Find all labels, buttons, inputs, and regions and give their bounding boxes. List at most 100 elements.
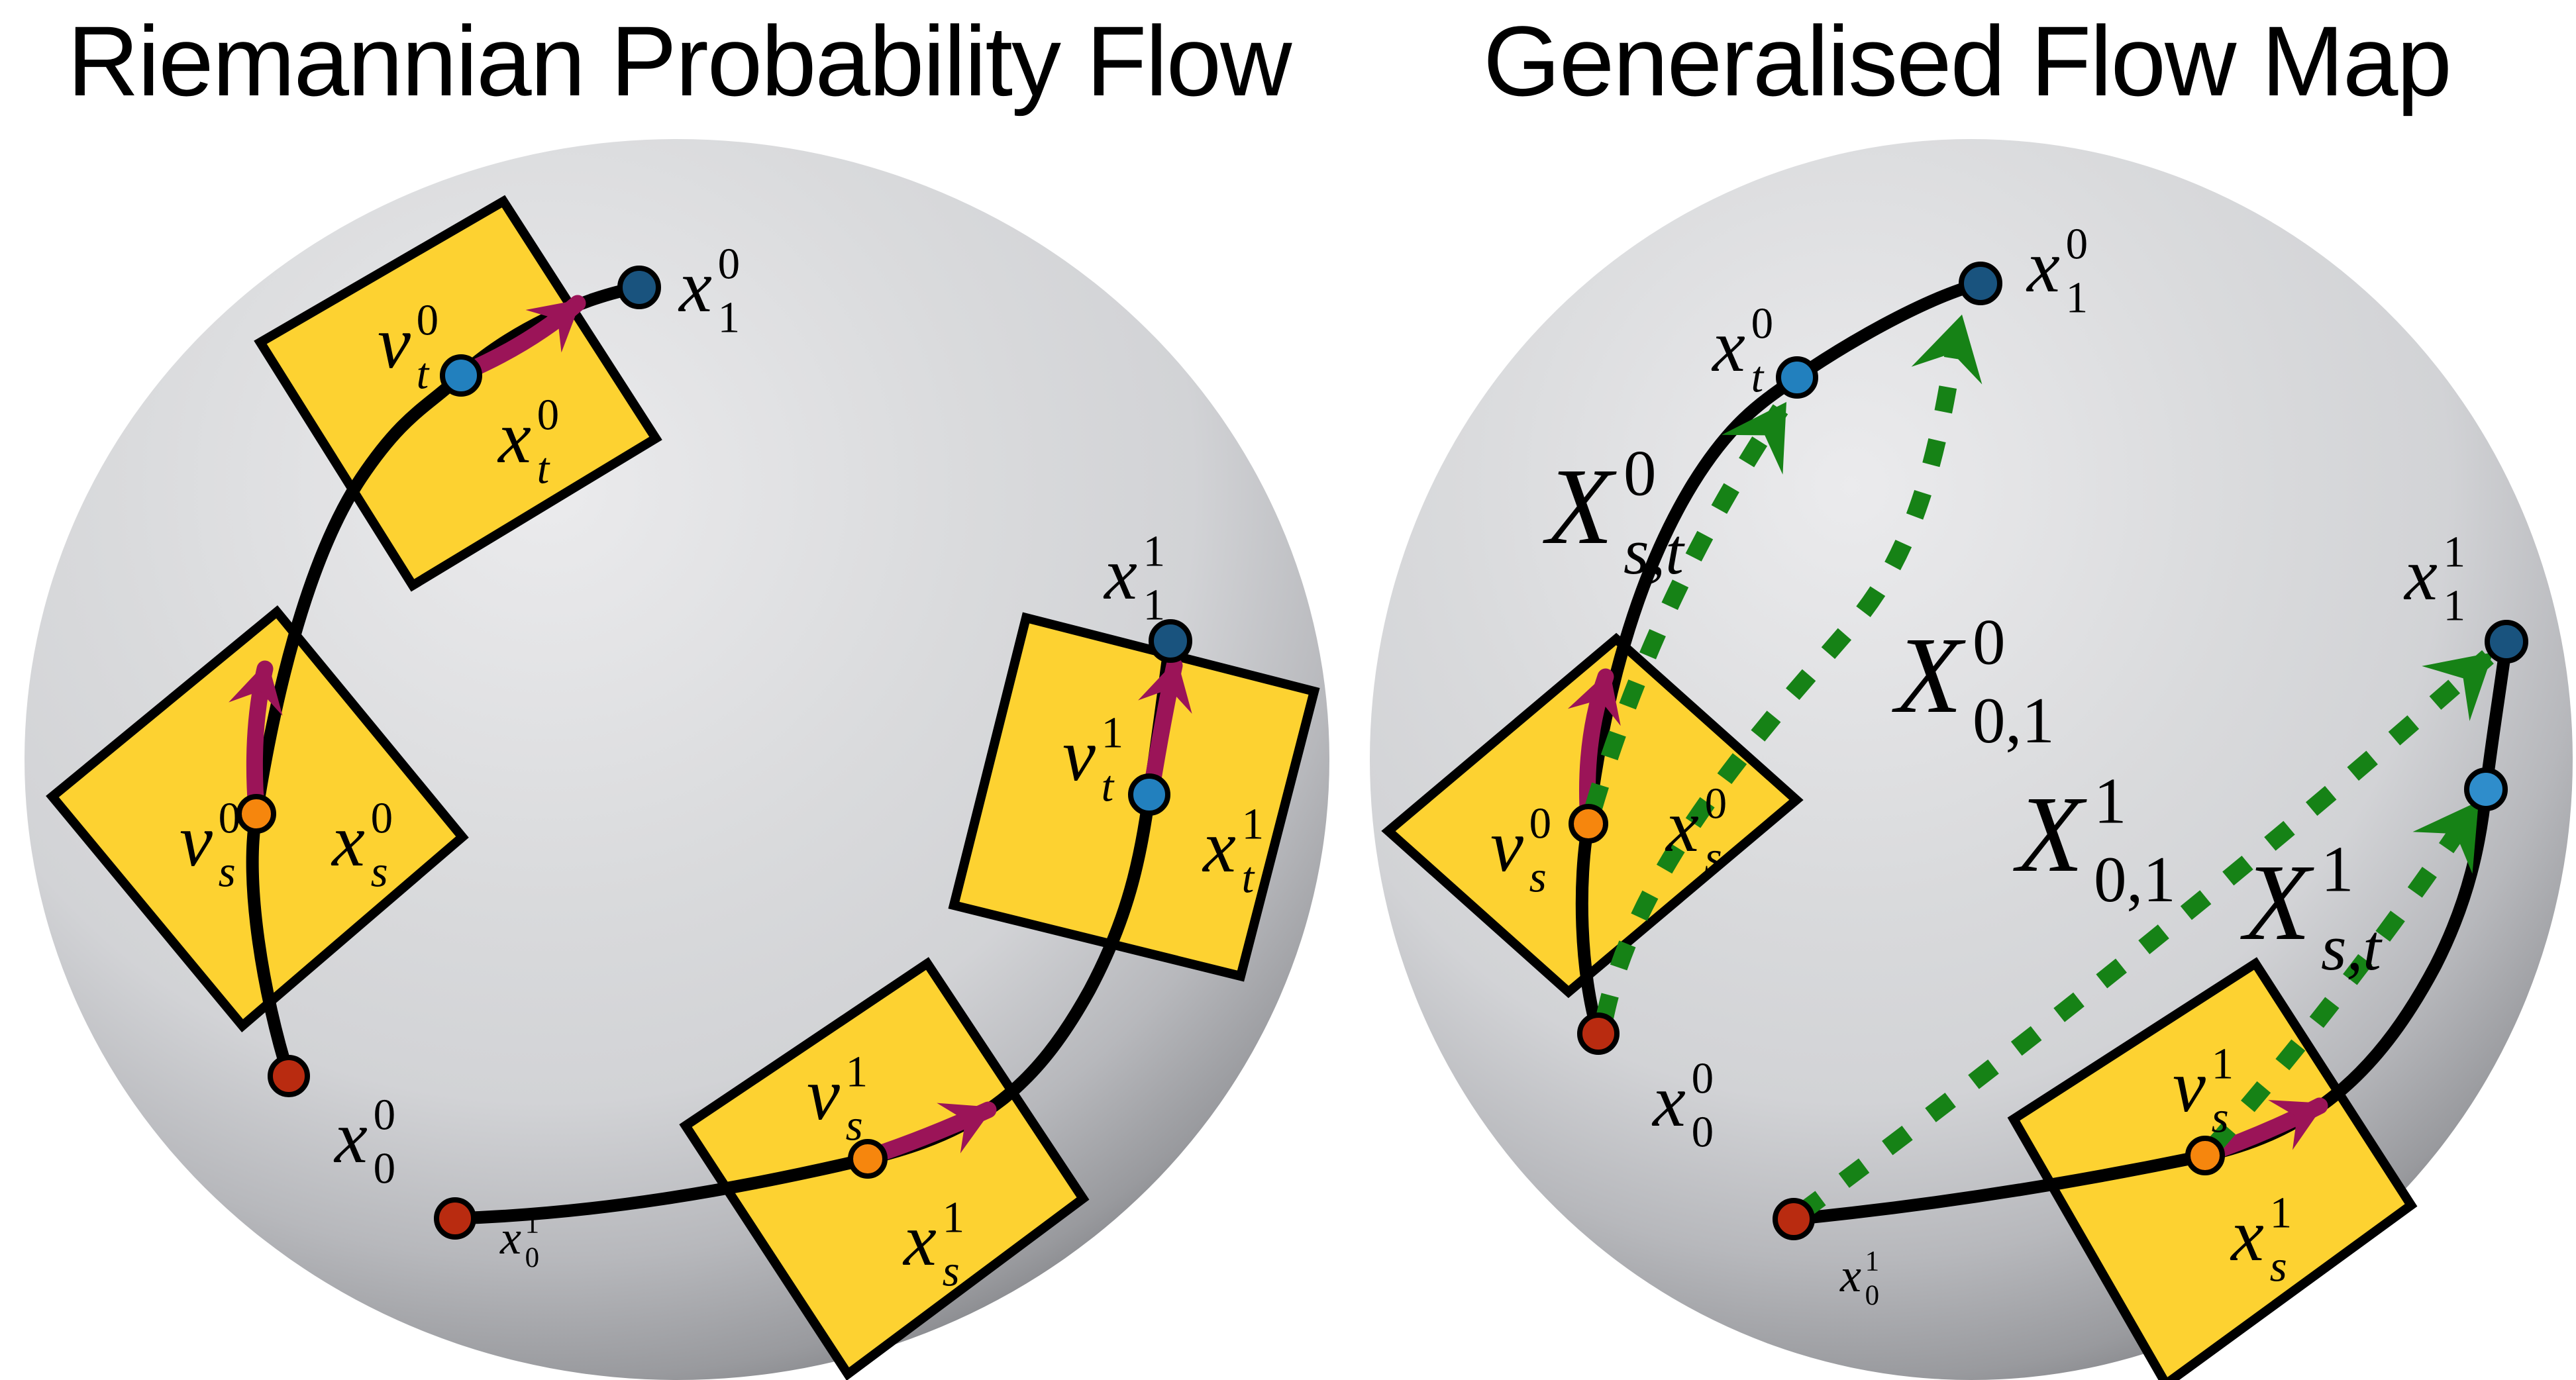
label-x-11-main: x	[2403, 534, 2438, 616]
flow-map-arrow-X-01-0-arrowhead	[1911, 315, 1983, 385]
label-v-s1-main: v	[807, 1054, 840, 1136]
label-x-t0-main: x	[1711, 305, 1745, 387]
label-x-s1-sub: s	[943, 1246, 960, 1295]
label-x-t0-main: x	[497, 397, 531, 479]
label-x-11-sup: 1	[2444, 528, 2466, 577]
flow-map-arrow-X-st0	[1584, 402, 1788, 812]
velocity-arrow-v-t1-arrowhead	[1138, 659, 1192, 714]
point-x1-0	[617, 266, 661, 309]
label-X-st1-sub: s,t	[2321, 912, 2383, 984]
velocity-arrow-v-s1-arrowhead	[2268, 1100, 2325, 1150]
flow-map-arrow-X-01-0-dashed	[1595, 324, 1967, 1022]
label-x-10-sub: 1	[718, 293, 741, 342]
point-x1-1	[2485, 620, 2528, 664]
label-x-s1-sup: 1	[943, 1193, 965, 1242]
point-x1-1	[1149, 619, 1192, 663]
label-x-01-sup: 1	[525, 1208, 540, 1239]
point-xt-0	[1776, 356, 1818, 399]
label-v-s0-main: v	[1490, 805, 1523, 887]
point-x0-1	[1773, 1198, 1815, 1240]
label-x-t1-sub: t	[1242, 853, 1255, 902]
label-v-s1-main: v	[2173, 1046, 2206, 1128]
label-x-10-sup: 0	[718, 240, 741, 289]
label-X-st1-main: X	[2240, 842, 2315, 963]
label-x-00-sub: 0	[1692, 1107, 1714, 1156]
label-X-011-sub: 0,1	[2094, 844, 2176, 916]
label-x-00-sub: 0	[374, 1144, 396, 1193]
label-v-s0-sup: 0	[1529, 799, 1552, 848]
point-xs-0	[1569, 804, 1608, 844]
point-xs-1	[848, 1139, 888, 1179]
label-x-s0-sup: 0	[1705, 779, 1727, 828]
label-v-t1-sub: t	[1102, 762, 1115, 811]
label-v-s1-sub: s	[2212, 1093, 2229, 1142]
label-x-s0-main: x	[1665, 785, 1699, 867]
label-v-t0-sup: 0	[417, 296, 439, 345]
velocity-arrow-v-s0	[229, 660, 283, 818]
velocity-arrow-v-s0-arrowhead	[1567, 670, 1621, 726]
label-x-00-main: x	[333, 1097, 368, 1179]
velocity-arrow-v-s1-arrowhead	[937, 1103, 994, 1154]
flow-map-arrow-X-01-1-arrowhead	[2422, 652, 2493, 721]
velocity-arrow-v-t0-arrowhead	[525, 299, 582, 353]
label-x-s1-main: x	[902, 1199, 937, 1281]
velocity-arrow-v-s0-arrowhead	[229, 661, 283, 716]
label-v-s1-sup: 1	[846, 1048, 868, 1097]
label-x-11-sub: 1	[1143, 580, 1166, 629]
label-x-t0-sup: 0	[537, 391, 560, 440]
label-X-010-main: X	[1892, 615, 1967, 736]
label-x-11-sup: 1	[1143, 527, 1166, 576]
point-xt-1	[2464, 767, 2508, 811]
label-x-01-sup: 1	[1865, 1246, 1880, 1277]
point-x1-0	[1959, 262, 2002, 305]
label-x-01-main: x	[499, 1211, 521, 1264]
geodesic-0-curve	[246, 281, 646, 1083]
label-v-s1-sub: s	[846, 1101, 863, 1150]
label-x-01-sub: 0	[525, 1242, 540, 1273]
label-v-s0-sub: s	[219, 847, 236, 896]
flow-map-arrow-X-st0-dashed	[1584, 404, 1788, 812]
point-xs-0	[236, 794, 276, 834]
flow-map-arrow-X-01-1-dashed	[1794, 650, 2494, 1220]
flow-map-arrow-X-01-1	[1794, 650, 2494, 1220]
left-panel-title: Riemannian Probability Flow	[67, 5, 1292, 117]
label-x-s0-sup: 0	[371, 794, 393, 843]
label-x-10-main: x	[2026, 226, 2060, 308]
flow-map-arrow-X-st1-dashed	[2205, 801, 2483, 1154]
label-x-01-sub: 0	[1865, 1280, 1880, 1311]
label-x-t1-sup: 1	[1242, 800, 1264, 849]
label-v-s0-main: v	[180, 800, 213, 882]
label-X-011-main: X	[2013, 773, 2088, 895]
label-x-00-sup: 0	[374, 1091, 396, 1140]
flow-map-arrow-X-st1-arrowhead	[2412, 801, 2479, 874]
label-x-11-main: x	[1103, 533, 1137, 615]
label-v-t0-main: v	[378, 302, 411, 384]
label-v-s0-sup: 0	[219, 794, 241, 843]
label-X-st1-sup: 1	[2321, 833, 2354, 905]
label-x-t0-sub: t	[537, 444, 550, 493]
point-x0-0	[268, 1055, 310, 1097]
label-x-t1-main: x	[1202, 806, 1236, 888]
label-x-01-main: x	[1839, 1249, 1861, 1302]
label-v-t1-sup: 1	[1102, 709, 1124, 758]
